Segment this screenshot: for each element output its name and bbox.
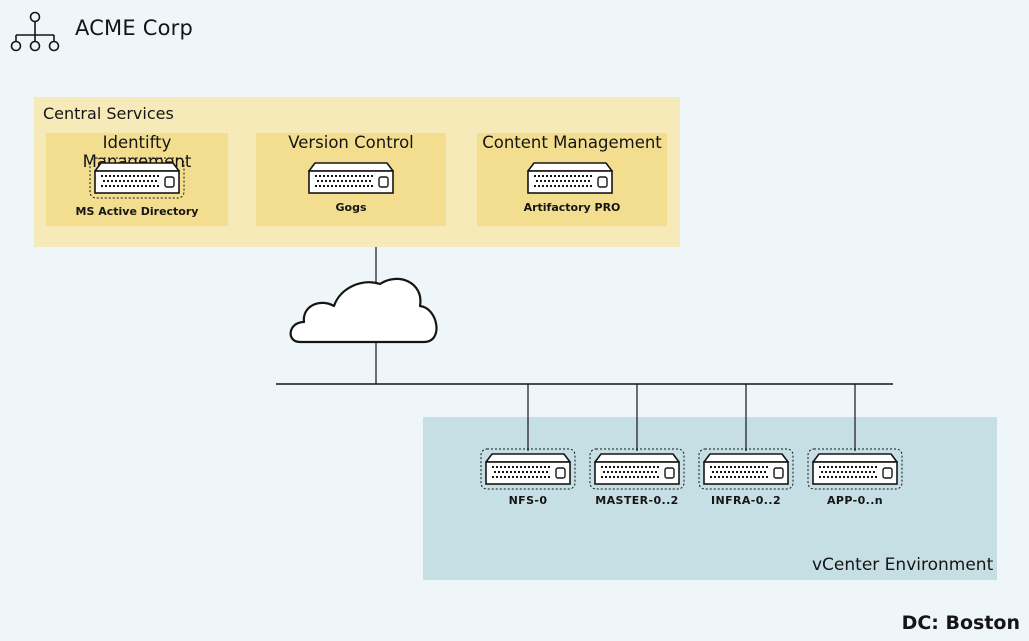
server-icon bbox=[481, 449, 575, 489]
server-icon bbox=[590, 449, 684, 489]
node-label-infra: INFRA-0..2 bbox=[710, 494, 782, 507]
service-title-version-control: Version Control bbox=[288, 133, 414, 152]
server-icon bbox=[808, 449, 902, 489]
service-caption-content-management: Artifactory PRO bbox=[523, 201, 621, 214]
service-caption-version-control: Gogs bbox=[335, 201, 367, 214]
vcenter-environment-panel bbox=[423, 417, 997, 580]
central-services-title: Central Services bbox=[43, 104, 174, 123]
datacenter-label: DC: Boston bbox=[901, 612, 1020, 634]
cloud-icon bbox=[289, 277, 438, 344]
server-icon bbox=[308, 162, 394, 194]
node-label-master: MASTER-0..2 bbox=[595, 494, 679, 507]
server-icon bbox=[699, 449, 793, 489]
server-icon bbox=[527, 162, 613, 194]
service-caption-identity: MS Active Directory bbox=[75, 205, 199, 218]
service-title-content-management: Content Management bbox=[482, 133, 662, 152]
page-title: ACME Corp bbox=[75, 16, 193, 40]
vcenter-environment-label: vCenter Environment bbox=[812, 555, 994, 575]
server-icon bbox=[90, 158, 184, 198]
org-chart-icon bbox=[10, 11, 60, 52]
node-label-app: APP-0..n bbox=[826, 494, 884, 507]
node-label-nfs: NFS-0 bbox=[508, 494, 548, 507]
